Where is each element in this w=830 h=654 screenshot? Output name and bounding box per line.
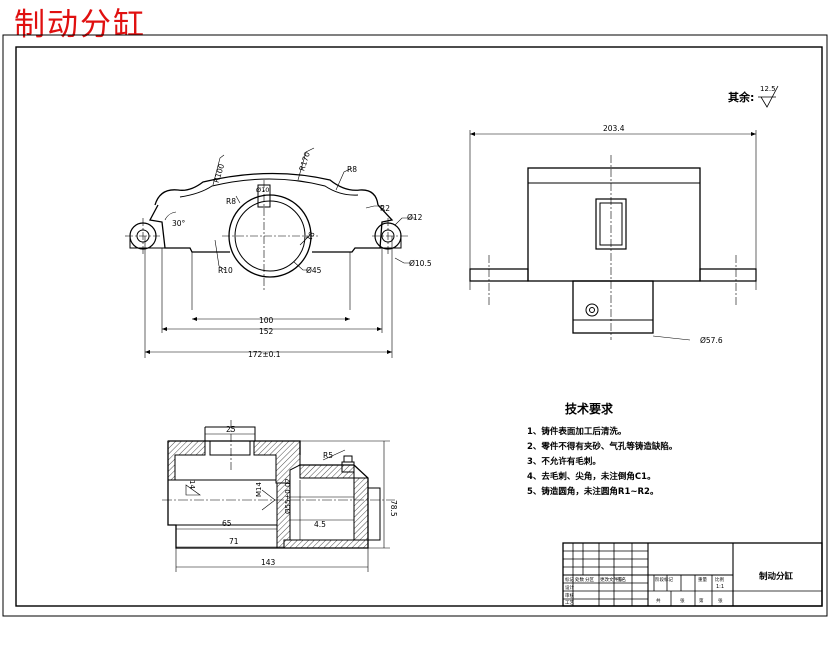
svg-text:143: 143 [261,558,276,567]
roughness-note: 其余: 12.5 [728,85,779,108]
svg-text:203.4: 203.4 [603,124,625,133]
svg-text:Ø55±0.02: Ø55±0.02 [284,478,292,514]
svg-text:第: 第 [699,597,704,604]
svg-text:71: 71 [229,537,239,546]
side-view [469,130,757,341]
svg-text:152: 152 [259,327,274,336]
svg-text:2、零件不得有夹砂、气孔等铸造缺陷。: 2、零件不得有夹砂、气孔等铸造缺陷。 [527,441,677,452]
svg-text:共: 共 [656,597,661,604]
svg-text:12.5: 12.5 [760,85,776,93]
svg-text:R10: R10 [218,266,233,275]
svg-text:1:1: 1:1 [716,584,724,590]
svg-text:3、不允许有毛刺。: 3、不允许有毛刺。 [527,456,601,467]
svg-text:65: 65 [222,519,232,528]
svg-text:4.5: 4.5 [314,520,326,529]
svg-text:R8: R8 [347,165,357,174]
svg-text:工艺: 工艺 [565,600,574,606]
svg-text:阶段标记: 阶段标记 [655,576,673,583]
svg-text:1、铸件表面加工后清洗。: 1、铸件表面加工后清洗。 [527,426,626,437]
svg-text:张: 张 [680,597,685,604]
inner-frame [15,46,823,607]
section-view-dimensions: 25 65 71 143 78.5 14 4.5 R5 Ø55±0.02 M14 [188,425,398,567]
svg-text:Ø10.5: Ø10.5 [409,259,432,268]
svg-text:标记: 标记 [565,576,574,583]
svg-text:Ø12: Ø12 [407,213,423,222]
title-block-text: 制动分缸 1:1 标记 处数 分区 更改文件号 签名 设计 审核 工艺 阶段标记… [565,571,794,606]
svg-text:审核: 审核 [565,592,574,599]
front-view-dimensions: 100 152 172±0.1 R100 R170 R8 R8 R2 Ø12 Ø… [172,151,432,359]
svg-text:Ø45: Ø45 [306,266,322,275]
svg-text:R2: R2 [380,204,390,213]
svg-text:制动分缸: 制动分缸 [759,571,794,582]
svg-text:30°: 30° [172,219,186,228]
svg-text:其余:: 其余: [728,90,754,104]
outer-frame [2,34,828,617]
svg-text:5、铸造圆角，未注圆角R1~R2。: 5、铸造圆角，未注圆角R1~R2。 [527,486,658,497]
front-view [125,147,415,358]
svg-text:技术要求: 技术要求 [565,401,614,416]
tech-requirements: 技术要求 1、铸件表面加工后清洗。 2、零件不得有夹砂、气孔等铸造缺陷。 3、不… [527,401,677,497]
side-view-dimensions: 203.4 Ø57.6 [603,124,723,345]
section-view [162,420,395,572]
svg-text:分区: 分区 [585,576,594,583]
svg-text:M14: M14 [255,482,263,497]
svg-text:14: 14 [188,480,196,489]
svg-text:78.5: 78.5 [389,500,398,517]
svg-text:4、去毛刺、尖角，未注倒角C1。: 4、去毛刺、尖角，未注倒角C1。 [527,471,656,482]
svg-text:R5: R5 [323,451,333,460]
svg-text:张: 张 [718,597,723,604]
svg-text:18: 18 [304,230,317,243]
svg-text:重量: 重量 [698,576,707,583]
svg-text:R8: R8 [226,197,236,206]
svg-text:R170: R170 [297,151,312,173]
title-block [562,542,823,607]
svg-text:处数: 处数 [575,576,584,583]
svg-text:签名: 签名 [617,576,626,583]
svg-text:25: 25 [226,425,236,434]
svg-text:Ø10: Ø10 [256,186,269,194]
svg-text:更改文件号: 更改文件号 [600,576,623,583]
svg-text:R100: R100 [212,162,227,184]
svg-text:比例: 比例 [715,576,724,583]
svg-text:172±0.1: 172±0.1 [248,350,281,359]
svg-text:100: 100 [259,316,274,325]
svg-text:设计: 设计 [565,584,574,591]
main-title: 制动分缸 [14,7,146,43]
svg-text:Ø57.6: Ø57.6 [700,336,723,345]
